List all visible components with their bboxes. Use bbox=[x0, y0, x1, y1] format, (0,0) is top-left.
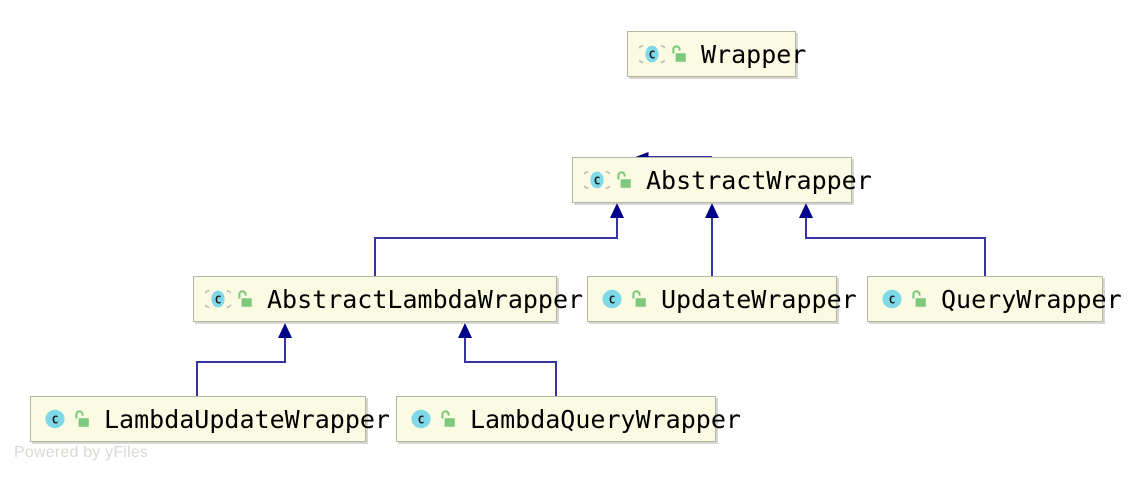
edge-lambda-update-wrapper-to-abstract-lambda-wrapper bbox=[196, 323, 292, 396]
class-name-label: Wrapper bbox=[701, 39, 807, 69]
public-lock-icon bbox=[75, 409, 89, 427]
svg-text:C: C bbox=[215, 294, 222, 307]
node-icons-query-wrapper: C bbox=[879, 288, 927, 310]
class-node-update-wrapper[interactable]: C UpdateWrapper bbox=[587, 276, 857, 322]
public-lock-icon bbox=[912, 289, 926, 307]
node-icons-abstract-lambda-wrapper: C bbox=[205, 288, 253, 310]
abstract-class-icon: C bbox=[205, 289, 231, 309]
node-icons-abstract-wrapper: C bbox=[584, 169, 632, 191]
svg-text:C: C bbox=[418, 414, 425, 427]
node-icons-update-wrapper: C bbox=[599, 288, 647, 310]
edge-lambda-query-wrapper-to-abstract-lambda-wrapper bbox=[458, 323, 557, 396]
public-lock-icon bbox=[672, 44, 686, 62]
svg-text:C: C bbox=[594, 175, 601, 188]
class-name-label: QueryWrapper bbox=[941, 284, 1122, 314]
public-lock-icon bbox=[632, 289, 646, 307]
class-node-abstract-wrapper[interactable]: C AbstractWrapper bbox=[572, 157, 872, 203]
abstract-class-icon: C bbox=[584, 170, 610, 190]
class-name-label: LambdaQueryWrapper bbox=[470, 404, 741, 434]
class-icon: C bbox=[45, 409, 65, 429]
node-icons-lambda-query-wrapper: C bbox=[408, 408, 456, 430]
edge-abstract-lambda-wrapper-to-abstract-wrapper bbox=[374, 203, 624, 276]
yfiles-watermark: Powered by yFiles bbox=[14, 444, 149, 461]
edge-update-wrapper-to-abstract-wrapper bbox=[705, 203, 719, 276]
class-icon: C bbox=[411, 409, 431, 429]
class-name-label: AbstractLambdaWrapper bbox=[267, 284, 584, 314]
public-lock-icon bbox=[617, 170, 631, 188]
class-node-wrapper[interactable]: C Wrapper bbox=[627, 31, 806, 77]
class-node-lambda-update-wrapper[interactable]: C LambdaUpdateWrapper bbox=[30, 396, 390, 442]
class-name-label: LambdaUpdateWrapper bbox=[104, 404, 390, 434]
svg-text:C: C bbox=[52, 414, 59, 427]
edge-query-wrapper-to-abstract-wrapper bbox=[799, 203, 986, 276]
svg-text:C: C bbox=[649, 49, 656, 62]
public-lock-icon bbox=[238, 289, 252, 307]
node-icons-wrapper: C bbox=[639, 43, 687, 65]
abstract-class-icon: C bbox=[639, 44, 665, 64]
class-name-label: AbstractWrapper bbox=[646, 165, 872, 195]
class-node-abstract-lambda-wrapper[interactable]: C AbstractLambdaWrapper bbox=[193, 276, 583, 322]
class-node-lambda-query-wrapper[interactable]: C LambdaQueryWrapper bbox=[396, 396, 741, 442]
public-lock-icon bbox=[441, 409, 455, 427]
class-icon: C bbox=[882, 289, 902, 309]
class-name-label: UpdateWrapper bbox=[661, 284, 857, 314]
svg-text:C: C bbox=[889, 294, 896, 307]
node-icons-lambda-update-wrapper: C bbox=[42, 408, 90, 430]
class-icon: C bbox=[602, 289, 622, 309]
svg-text:C: C bbox=[609, 294, 616, 307]
class-node-query-wrapper[interactable]: C QueryWrapper bbox=[867, 276, 1122, 322]
